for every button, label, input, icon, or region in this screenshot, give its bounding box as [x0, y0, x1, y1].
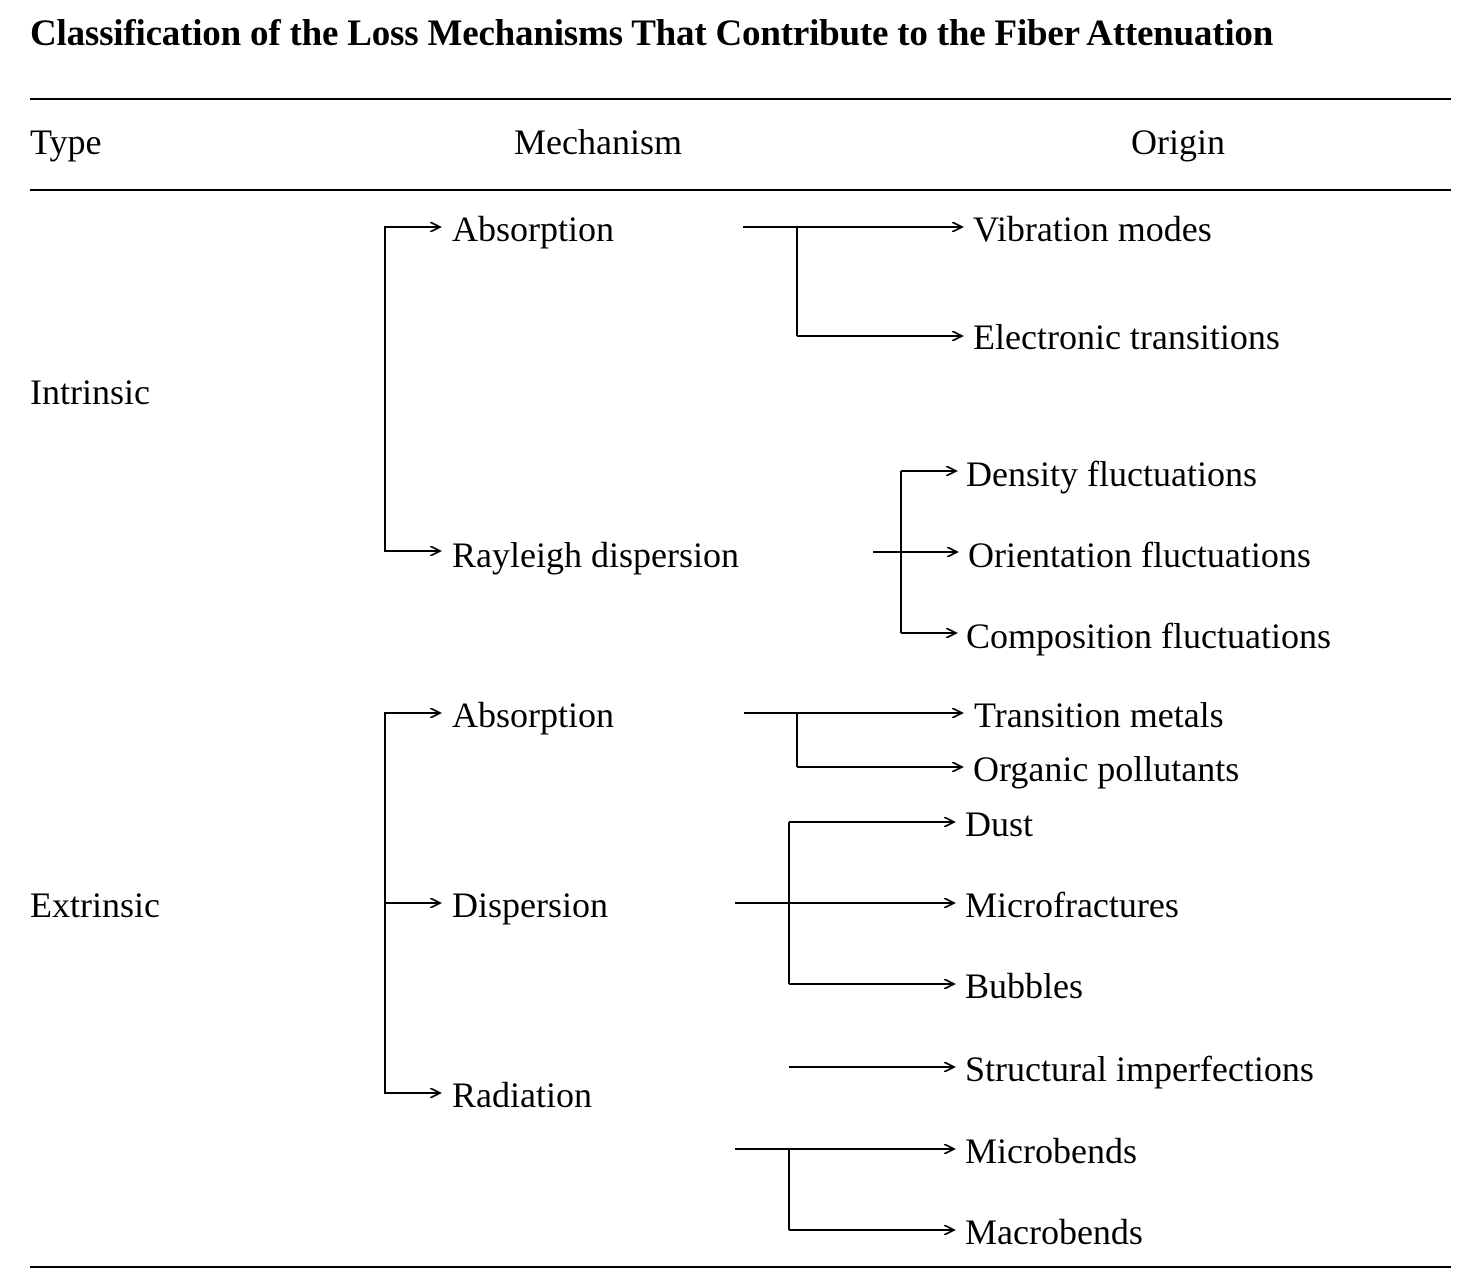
origin-organic-pollutants: Organic pollutants: [973, 749, 1240, 789]
table-title: Classification of the Loss Mechanisms Th…: [30, 13, 1274, 54]
origin-density-fluctuations: Density fluctuations: [966, 454, 1257, 494]
mechanism-extrinsic-absorption: Absorption: [452, 695, 614, 735]
mechanism-dispersion: Dispersion: [452, 885, 608, 925]
origin-composition-fluctuations: Composition fluctuations: [966, 616, 1331, 656]
intrinsic-bracket: [384, 226, 439, 552]
origin-transition-metals: Transition metals: [974, 695, 1224, 735]
mechanism-radiation: Radiation: [452, 1075, 592, 1115]
mechanism-rayleigh-dispersion: Rayleigh dispersion: [452, 535, 739, 575]
mechanism-intrinsic-absorption: Absorption: [452, 209, 614, 249]
type-extrinsic: Extrinsic: [30, 885, 160, 925]
top-rule: [30, 98, 1451, 100]
bottom-rule: [30, 1266, 1451, 1268]
origin-microfractures: Microfractures: [965, 885, 1179, 925]
header-origin: Origin: [1131, 122, 1225, 162]
origin-macrobends: Macrobends: [965, 1212, 1143, 1252]
type-intrinsic: Intrinsic: [30, 372, 150, 412]
header-type: Type: [30, 122, 102, 162]
origin-bubbles: Bubbles: [965, 966, 1084, 1006]
header-rule: [30, 189, 1451, 191]
origin-electronic-transitions: Electronic transitions: [973, 317, 1280, 357]
origin-vibration-modes: Vibration modes: [973, 209, 1212, 249]
origin-dust: Dust: [965, 804, 1034, 844]
origin-orientation-fluctuations: Orientation fluctuations: [968, 535, 1311, 575]
origin-microbends: Microbends: [965, 1131, 1137, 1171]
origin-structural-imperfections: Structural imperfections: [965, 1049, 1314, 1089]
header-mechanism: Mechanism: [514, 122, 682, 162]
